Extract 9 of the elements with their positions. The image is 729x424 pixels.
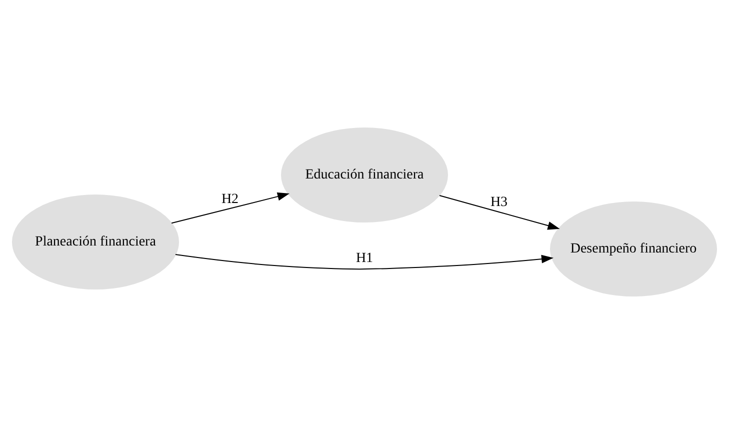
arrow bbox=[439, 195, 560, 230]
edge-label: H1 bbox=[356, 251, 374, 266]
node-ellipse: Educación financiera bbox=[281, 128, 448, 222]
edge-label: H3 bbox=[490, 195, 508, 210]
node-ellipse: Planeación financiera bbox=[12, 194, 179, 290]
arrow bbox=[171, 192, 290, 224]
arrow bbox=[175, 254, 554, 270]
edge-label: H2 bbox=[221, 192, 239, 208]
node-ellipse: Desempeño financiero bbox=[550, 202, 717, 296]
